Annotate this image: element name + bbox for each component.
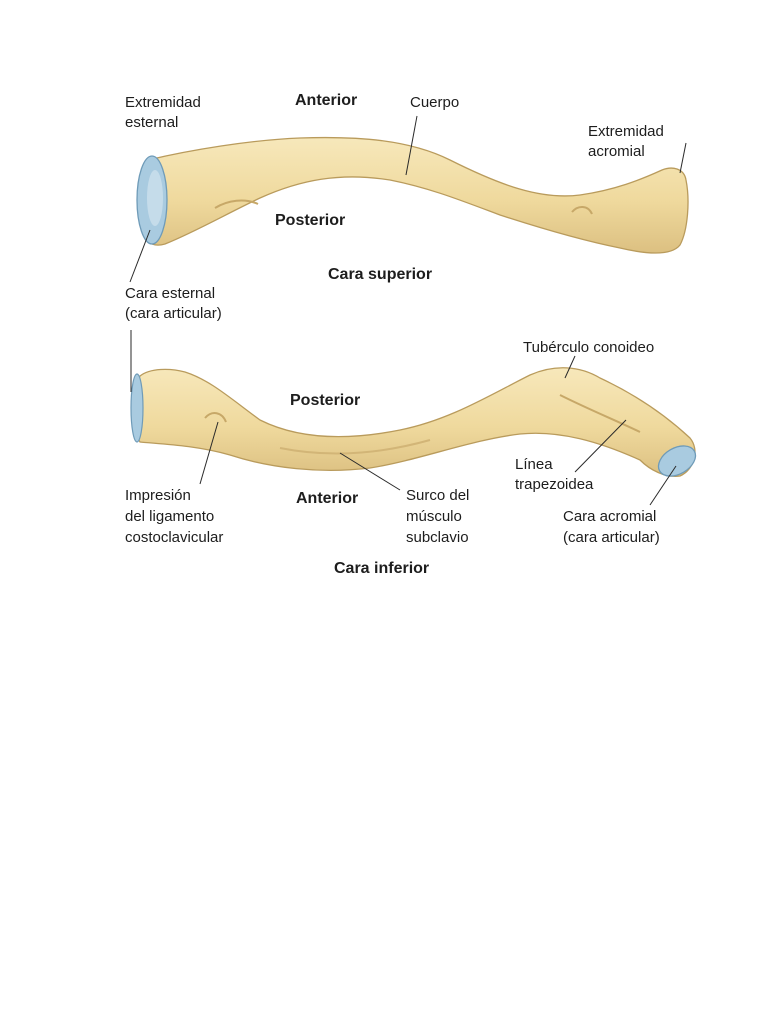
leader-cuerpo [405,115,418,176]
leader-linea-trapezoidea [574,419,627,473]
label-linea-trapezoidea: Línea trapezoidea [515,456,594,493]
label-tuberculo-conoideo: Tubérculo conoideo [523,339,654,356]
label-cuerpo: Cuerpo [410,94,459,111]
clavicle-superior-view [136,136,689,254]
trapezoid-line [559,394,641,433]
label-anterior-inferior: Anterior [296,490,358,507]
costoclavicular-impression [204,412,227,423]
title-cara-inferior: Cara inferior [334,560,429,577]
label-anterior-superior: Anterior [295,92,357,109]
clavicle-superior-tubercle [571,206,593,215]
leader-extremidad-acromial [679,142,687,174]
leader-cara-acromial [649,465,677,506]
clavicle-inferior-view [130,367,697,477]
label-extremidad-esternal: Extremidad esternal [125,94,205,131]
clavicle-diagram: Extremidad esternal Anterior Cuerpo Extr… [125,92,697,577]
clavicle-inferior-body [133,367,696,477]
title-cara-superior: Cara superior [328,266,432,283]
leader-impresion [199,421,219,485]
leader-tuberculo-conoideo [564,355,576,379]
acromial-articular-facet [657,445,697,477]
sternal-articular-facet-inferior [130,373,144,443]
clavicle-superior-posterior-ridge [214,199,259,209]
label-posterior-superior: Posterior [275,212,345,229]
leader-lines [129,115,687,506]
sternal-articular-facet-inner [147,170,163,226]
subclavian-groove [279,439,431,455]
label-cara-acromial: Cara acromial (cara articular) [563,508,661,546]
label-impresion-ligamento: Impresión del ligamento costoclavicular [125,487,223,546]
clavicle-superior-body [145,136,689,254]
label-surco-musculo: Surco del músculo subclavio [406,487,474,546]
label-extremidad-acromial: Extremidad acromial [588,123,668,160]
label-posterior-inferior: Posterior [290,392,360,409]
leader-surco [339,452,401,491]
label-cara-esternal: Cara esternal (cara articular) [125,285,222,322]
leader-cara-esternal [129,229,151,283]
